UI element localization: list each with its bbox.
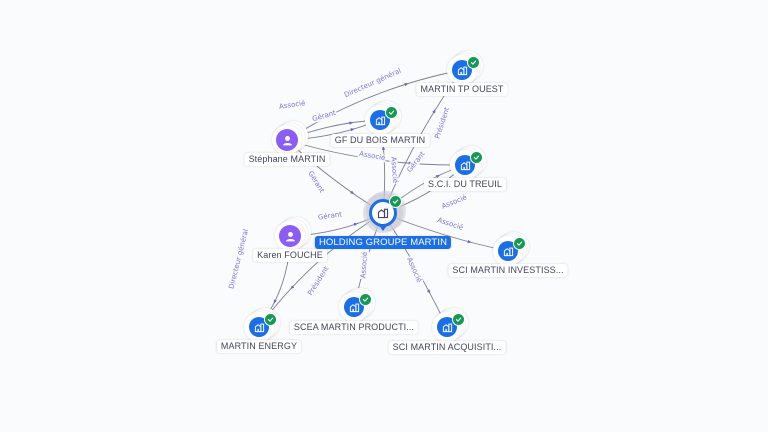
- check-icon: [392, 199, 399, 204]
- graph-node-gfdubois[interactable]: GF DU BOIS MARTIN: [330, 101, 430, 147]
- edge-arrow-icon: [349, 121, 354, 125]
- graph-node-energy[interactable]: MARTIN ENERGY: [216, 308, 302, 353]
- edge-arrow-icon: [426, 289, 431, 294]
- verified-badge: [467, 56, 480, 69]
- verified-badge: [470, 151, 483, 164]
- verified-badge: [513, 237, 526, 250]
- node-label[interactable]: Stéphane MARTIN: [244, 153, 330, 166]
- node-label[interactable]: SCI MARTIN INVESTISS...: [448, 264, 568, 277]
- edge-arrow-icon: [273, 299, 277, 304]
- node-label[interactable]: S.C.I. DU TREUIL: [424, 178, 506, 191]
- check-icon: [362, 297, 369, 302]
- graph-node-tpouest[interactable]: MARTIN TP OUEST: [416, 51, 508, 96]
- building-icon: [254, 323, 264, 332]
- node-label[interactable]: MARTIN ENERGY: [216, 340, 302, 353]
- verified-badge: [452, 313, 465, 326]
- check-icon: [455, 317, 462, 322]
- pin-tail: [378, 224, 388, 231]
- verified-badge: [264, 313, 277, 326]
- edge-arrow-icon: [435, 174, 441, 179]
- verified-badge: [389, 195, 402, 208]
- node-label[interactable]: Karen FOUCHE: [253, 249, 327, 262]
- node-label[interactable]: SCI MARTIN ACQUISITI...: [388, 341, 506, 354]
- edge-arrow-icon: [467, 239, 472, 243]
- building-icon: [457, 66, 467, 75]
- graph-node-stephane[interactable]: Stéphane MARTIN: [244, 121, 330, 166]
- edge-arrow-icon: [404, 83, 409, 87]
- company-avatar: [369, 199, 397, 227]
- building-icon: [349, 303, 359, 312]
- graph-node-scea[interactable]: SCEA MARTIN PRODUCTI...: [289, 288, 419, 334]
- node-label[interactable]: SCEA MARTIN PRODUCTI...: [289, 321, 419, 334]
- center-node[interactable]: HOLDING GROUPE MARTIN: [314, 191, 452, 249]
- check-icon: [388, 110, 395, 115]
- person-avatar: [276, 129, 298, 151]
- graph-node-sci_invest[interactable]: SCI MARTIN INVESTISS...: [448, 232, 568, 277]
- graph-node-sci_dutreuil[interactable]: S.C.I. DU TREUIL: [424, 146, 506, 191]
- edge-arrow-icon: [290, 285, 295, 290]
- check-icon: [473, 155, 480, 160]
- edge-arrow-icon: [353, 222, 359, 227]
- building-icon: [375, 116, 385, 125]
- check-icon: [470, 60, 477, 65]
- check-icon: [516, 241, 523, 246]
- graph-node-sci_acq[interactable]: SCI MARTIN ACQUISITI...: [388, 308, 506, 354]
- person-icon: [282, 135, 292, 145]
- building-icon: [377, 208, 389, 219]
- graph-node-karen[interactable]: Karen FOUCHE: [253, 217, 327, 262]
- check-icon: [267, 317, 274, 322]
- edge-arrow-icon: [350, 190, 355, 195]
- person-icon: [285, 231, 295, 241]
- building-icon: [442, 323, 452, 332]
- center-node-label[interactable]: HOLDING GROUPE MARTIN: [314, 236, 452, 249]
- edge-arrow-icon: [350, 128, 355, 132]
- building-icon: [460, 161, 470, 170]
- verified-badge: [385, 106, 398, 119]
- building-icon: [503, 247, 513, 256]
- person-avatar: [279, 225, 301, 247]
- node-label[interactable]: GF DU BOIS MARTIN: [330, 134, 430, 147]
- edge-arrow-icon: [381, 145, 386, 150]
- node-label[interactable]: MARTIN TP OUEST: [416, 83, 508, 96]
- verified-badge: [359, 293, 372, 306]
